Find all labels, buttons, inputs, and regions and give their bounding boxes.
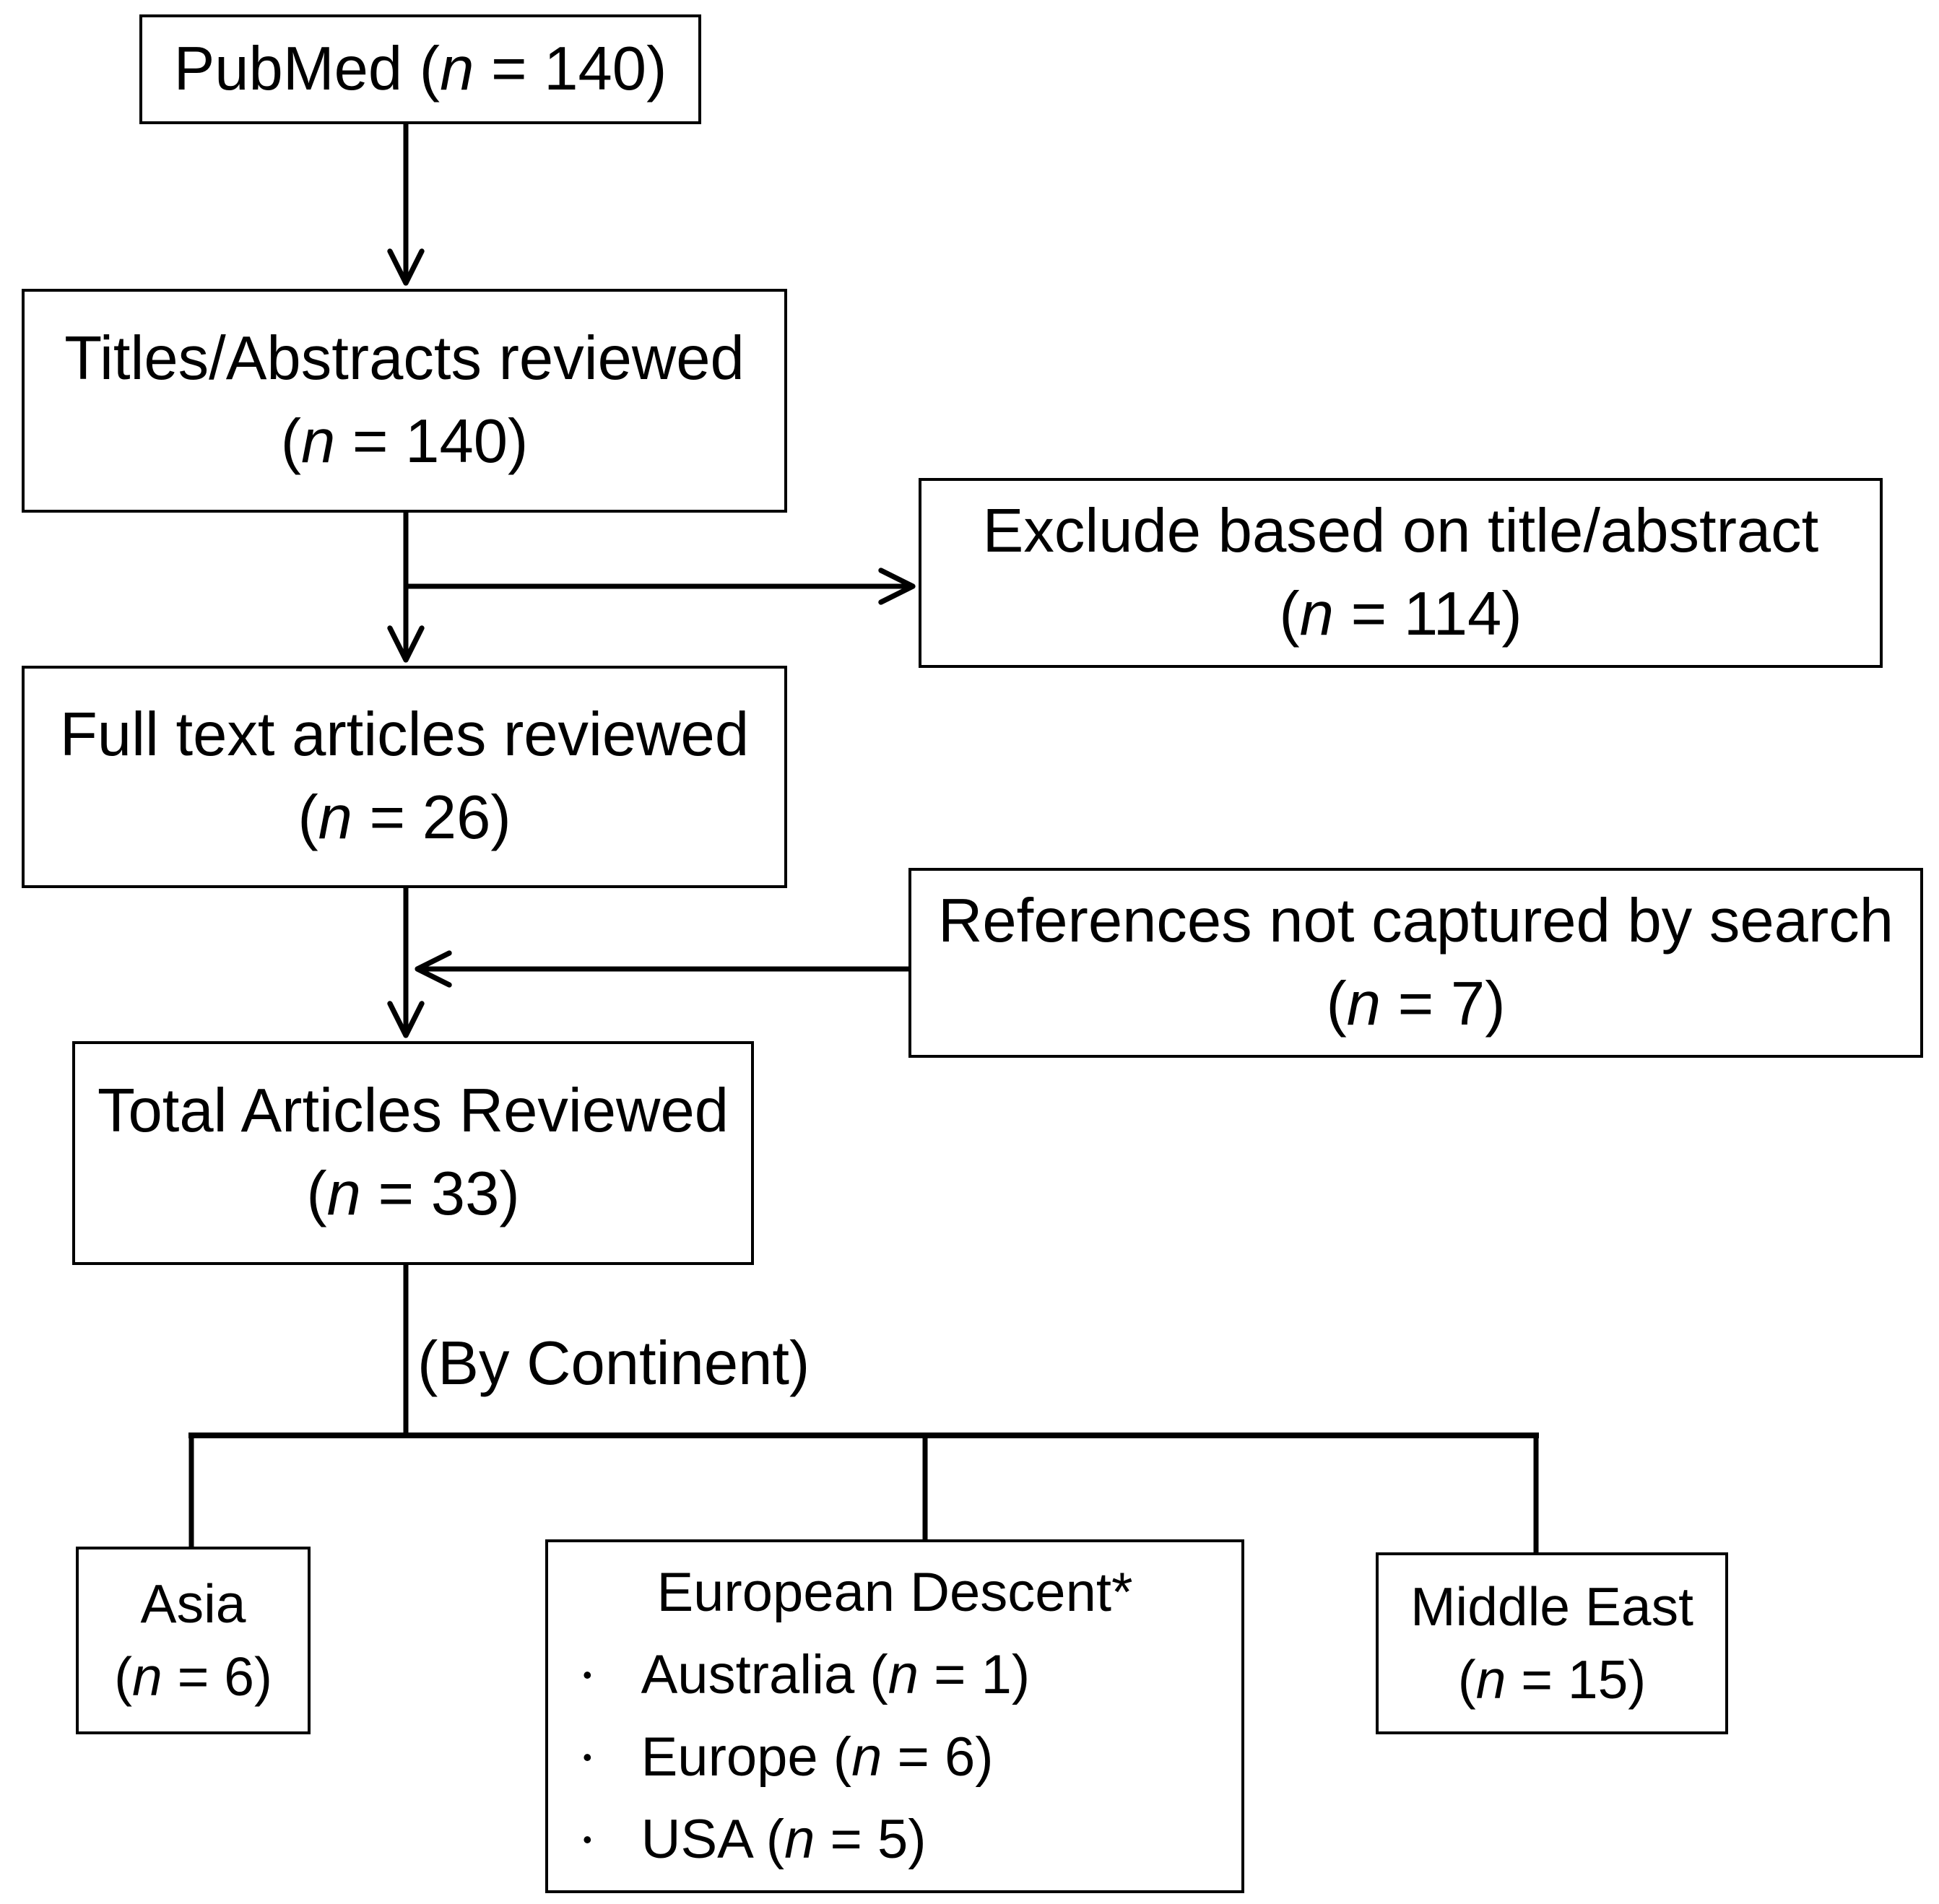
exclude-box: Exclude based on title/abstract (n = 114… xyxy=(919,478,1883,668)
list-item: • Australia (n = 1) xyxy=(548,1634,1241,1716)
total-articles-count: (n = 33) xyxy=(306,1160,520,1228)
exclude-label: Exclude based on title/abstract xyxy=(982,496,1819,565)
middle-east-label: Middle East xyxy=(1410,1575,1693,1637)
by-continent-label: (By Continent) xyxy=(417,1329,810,1398)
list-item: • Europe (n = 6) xyxy=(548,1716,1241,1799)
bullet-icon: • xyxy=(583,1825,592,1854)
asia-label: Asia xyxy=(140,1573,246,1634)
full-text-count: (n = 26) xyxy=(298,783,511,852)
total-articles-label: Total Articles Reviewed xyxy=(97,1077,729,1146)
titles-reviewed-label: Titles/Abstracts reviewed xyxy=(64,324,745,394)
middle-east-box: Middle East (n = 15) xyxy=(1376,1552,1728,1734)
european-descent-box: European Descent* • Australia (n = 1) • … xyxy=(545,1539,1244,1893)
titles-reviewed-count: (n = 140) xyxy=(280,407,529,476)
pubmed-box-text: PubMed (n = 140) xyxy=(173,34,667,103)
total-articles-box: Total Articles Reviewed (n = 33) xyxy=(72,1041,754,1265)
asia-box: Asia (n = 6) xyxy=(76,1547,311,1734)
list-item-label: Europe (n = 6) xyxy=(641,1726,994,1788)
european-descent-title: European Descent* xyxy=(656,1562,1133,1623)
full-text-label: Full text articles reviewed xyxy=(59,700,750,770)
list-item-label: Australia (n = 1) xyxy=(641,1644,1031,1705)
pubmed-box: PubMed (n = 140) xyxy=(139,14,701,124)
middle-east-count: (n = 15) xyxy=(1457,1649,1647,1710)
bullet-icon: • xyxy=(583,1660,592,1690)
references-label: References not captured by search xyxy=(938,886,1894,955)
european-descent-list: • Australia (n = 1) • Europe (n = 6) • U… xyxy=(548,1634,1241,1881)
full-text-box: Full text articles reviewed (n = 26) xyxy=(22,666,787,888)
references-box: References not captured by search (n = 7… xyxy=(908,868,1923,1058)
bullet-icon: • xyxy=(583,1742,592,1772)
asia-count: (n = 6) xyxy=(114,1646,272,1707)
references-count: (n = 7) xyxy=(1326,969,1506,1038)
list-item-label: USA (n = 5) xyxy=(641,1809,927,1870)
list-item: • USA (n = 5) xyxy=(548,1799,1241,1881)
titles-reviewed-box: Titles/Abstracts reviewed (n = 140) xyxy=(22,289,787,513)
exclude-count: (n = 114) xyxy=(1279,579,1522,648)
